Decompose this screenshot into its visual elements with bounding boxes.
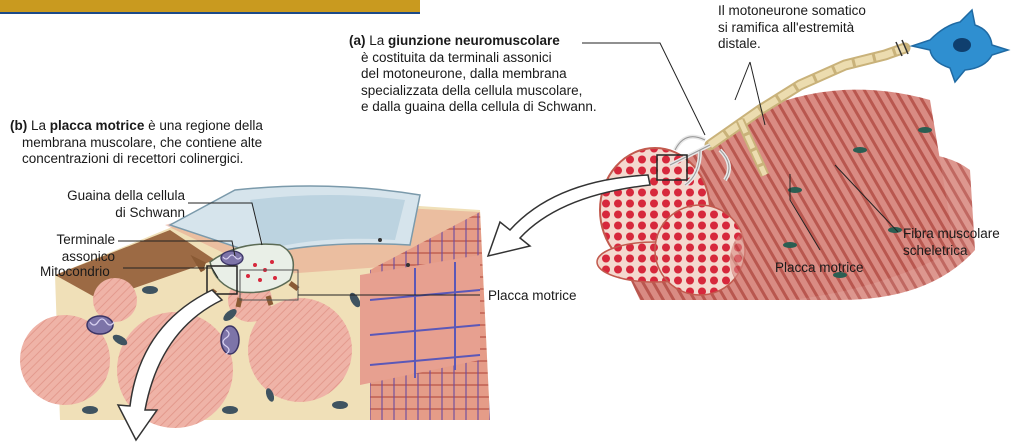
motoneuron-note-line: distale. — [718, 36, 866, 53]
caption-b-pre: La — [27, 118, 50, 133]
caption-b: (b) La placca motrice è una regione dell… — [10, 118, 263, 168]
motoneuron-note-line: Il motoneurone somatico — [718, 3, 866, 20]
caption-b-post: è una regione della — [144, 118, 263, 133]
label-muscle-fiber-line: scheletrica — [903, 243, 1000, 260]
label-schwann-line: di Schwann — [20, 205, 185, 222]
label-muscle-fiber: Fibra muscolare scheletrica — [903, 226, 1000, 259]
caption-a-pre: La — [366, 33, 389, 48]
caption-a-line: e dalla guaina della cellula di Schwann. — [349, 99, 597, 116]
label-motor-end-plate-a: Placca motrice — [775, 260, 864, 277]
caption-a-line: del motoneurone, dalla membrana — [349, 66, 597, 83]
label-schwann-line: Guaina della cellula — [20, 188, 185, 205]
caption-b-tag: (b) — [10, 118, 27, 133]
label-axon-terminal: Terminale assonico — [20, 232, 115, 265]
caption-a-line: è costituita da terminali assonici — [349, 50, 597, 67]
label-axon-line: assonico — [20, 249, 115, 266]
end-plate-tissue-block — [20, 186, 490, 428]
caption-b-line: membrana muscolare, che contiene alte — [10, 135, 263, 152]
caption-b-line: concentrazioni di recettori colinergici. — [10, 151, 263, 168]
label-schwann-sheath: Guaina della cellula di Schwann — [20, 188, 185, 221]
caption-a-line: specializzata della cellula muscolare, — [349, 83, 597, 100]
motoneuron-note-line: si ramifica all'estremità — [718, 20, 866, 37]
caption-a-tag: (a) — [349, 33, 366, 48]
label-muscle-fiber-line: Fibra muscolare — [903, 226, 1000, 243]
caption-b-bold: placca motrice — [50, 118, 145, 133]
label-axon-line: Terminale — [20, 232, 115, 249]
caption-a: (a) La giunzione neuromuscolare è costit… — [349, 33, 597, 116]
motoneuron-note: Il motoneurone somatico si ramifica all'… — [718, 3, 866, 53]
caption-a-bold: giunzione neuromuscolare — [388, 33, 560, 48]
label-motor-end-plate-b: Placca motrice — [488, 288, 577, 305]
label-mitochondrion: Mitocondrio — [40, 264, 110, 281]
